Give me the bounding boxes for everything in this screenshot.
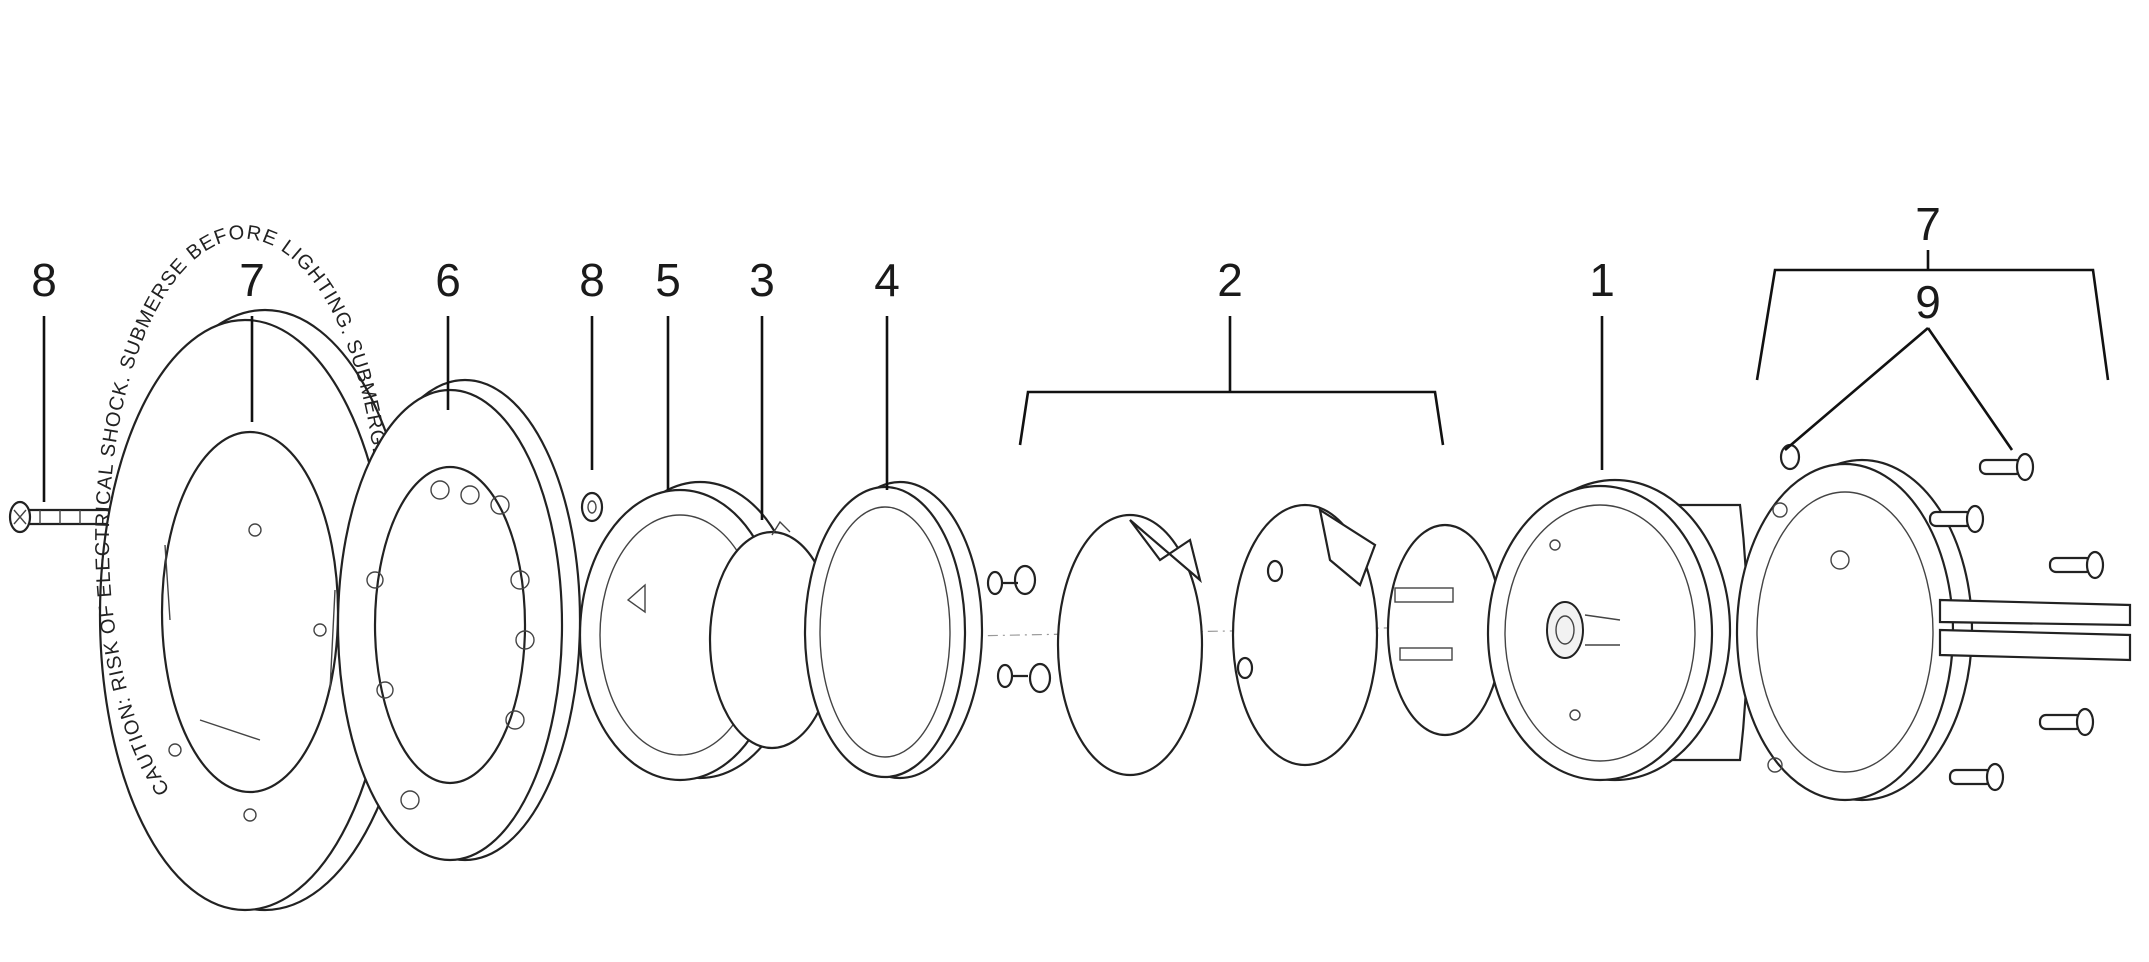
callout-9: 9 <box>1915 276 1941 328</box>
callout-8-left: 8 <box>31 254 57 306</box>
part-7-trim-ring: CAUTION: RISK OF ELECTRICAL SHOCK. SUBME… <box>92 221 417 912</box>
callout-1: 1 <box>1589 254 1615 306</box>
callout-3: 3 <box>749 254 775 306</box>
part-9-screws <box>1779 443 2105 792</box>
callout-7-right: 7 <box>1915 198 1941 250</box>
part-7-niche <box>1735 458 2132 802</box>
callout-4: 4 <box>874 254 900 306</box>
part-1-light-housing <box>1486 478 1749 782</box>
callout-8-mid: 8 <box>579 254 605 306</box>
callout-7-left: 7 <box>239 254 265 306</box>
callout-5: 5 <box>655 254 681 306</box>
part-8-long-screw <box>8 500 114 534</box>
part-6-mounting-ring <box>336 378 582 862</box>
callout-6: 6 <box>435 254 461 306</box>
part-4-retaining-ring <box>803 480 984 780</box>
part-8-washer <box>580 491 604 523</box>
callout-labels: 8 7 6 8 5 3 4 2 1 7 9 <box>31 198 1941 328</box>
callout-2: 2 <box>1217 254 1243 306</box>
part-2-reflector-assembly <box>986 503 1504 777</box>
leader-lines <box>42 250 2110 520</box>
